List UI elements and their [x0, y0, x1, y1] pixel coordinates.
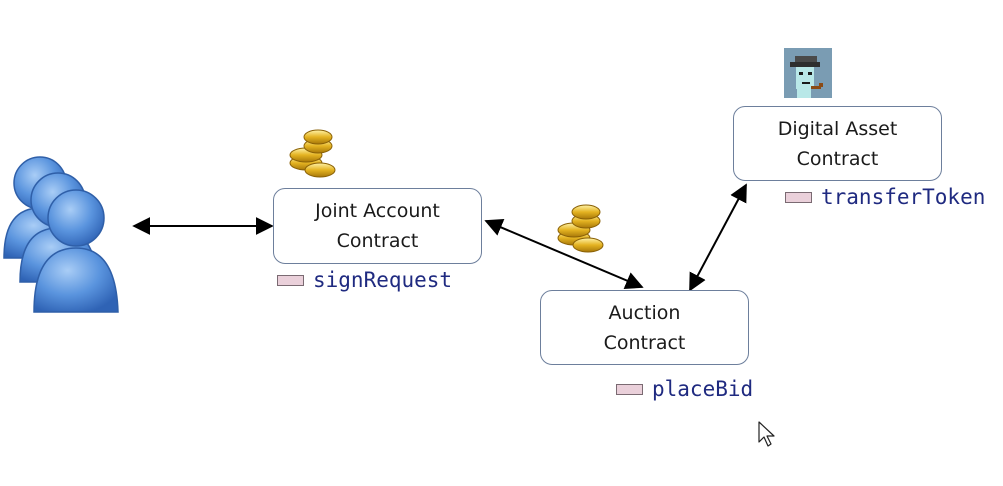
sign-request-function[interactable]: signRequest — [277, 268, 452, 292]
place-bid-function[interactable]: placeBid — [616, 377, 753, 401]
mouse-cursor-icon — [758, 421, 775, 447]
auction-asset-arrow — [689, 183, 747, 292]
coins-icon — [557, 204, 604, 253]
function-icon — [277, 274, 304, 286]
function-icon — [616, 383, 643, 395]
joint-account-label: Joint Account Contract — [315, 200, 440, 252]
transfer-token-label: transferToken — [821, 185, 986, 209]
joint-account-node[interactable]: Joint Account Contract — [273, 188, 482, 264]
joint-auction-arrow — [484, 219, 644, 289]
place-bid-label: placeBid — [652, 377, 754, 401]
auction-label: Auction Contract — [603, 301, 686, 354]
digital-asset-label: Digital Asset Contract — [777, 117, 898, 170]
sign-request-label: signRequest — [313, 268, 453, 292]
nft-avatar-icon — [784, 48, 832, 98]
function-icon — [785, 191, 812, 203]
transfer-token-function[interactable]: transferToken — [785, 185, 985, 209]
auction-node[interactable]: Auction Contract — [540, 290, 749, 365]
users-icon — [3, 156, 119, 313]
digital-asset-node[interactable]: Digital Asset Contract — [733, 106, 942, 181]
coins-icon — [289, 129, 336, 178]
